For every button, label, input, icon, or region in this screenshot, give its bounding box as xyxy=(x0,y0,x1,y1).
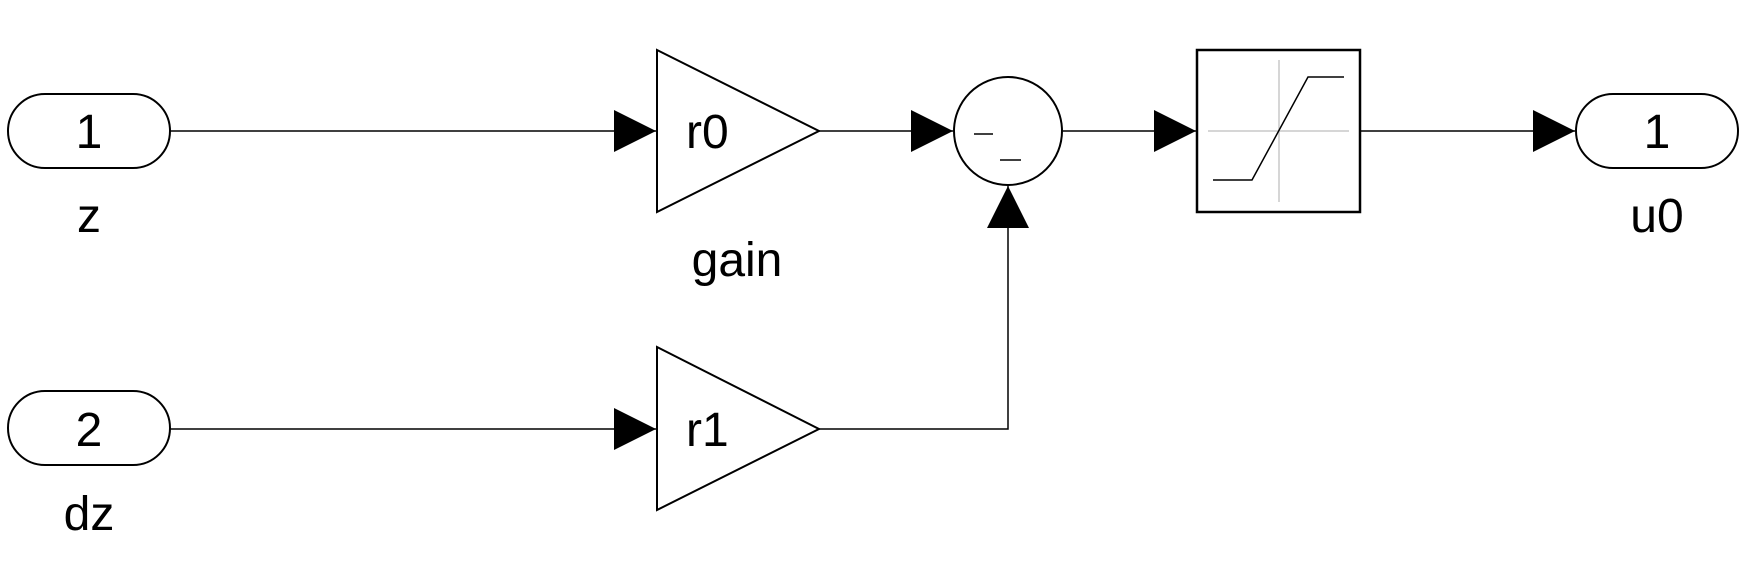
saturation-curve xyxy=(1213,76,1344,181)
gain-value: r1 xyxy=(686,404,729,457)
inport-label-dz: dz xyxy=(64,488,115,541)
gain-block-r1[interactable]: r1 xyxy=(656,345,822,512)
gain-value: r0 xyxy=(686,106,729,159)
gain-block-r0[interactable]: r0 xyxy=(656,48,822,214)
outport-block-u0[interactable]: 1 xyxy=(1575,93,1739,169)
inport-block-z[interactable]: 1 xyxy=(7,93,171,169)
outport-label-u0: u0 xyxy=(1630,190,1683,243)
saturation-block[interactable] xyxy=(1195,48,1362,214)
sum-block[interactable] xyxy=(953,76,1063,186)
outport-number: 1 xyxy=(1644,106,1671,159)
inport-number: 1 xyxy=(76,106,103,159)
inport-number: 2 xyxy=(76,404,103,457)
signal-r1-to-sum[interactable] xyxy=(819,186,1029,430)
gain-label: gain xyxy=(692,234,783,287)
inport-block-dz[interactable]: 2 xyxy=(7,390,171,466)
inport-label-z: z xyxy=(77,190,101,243)
